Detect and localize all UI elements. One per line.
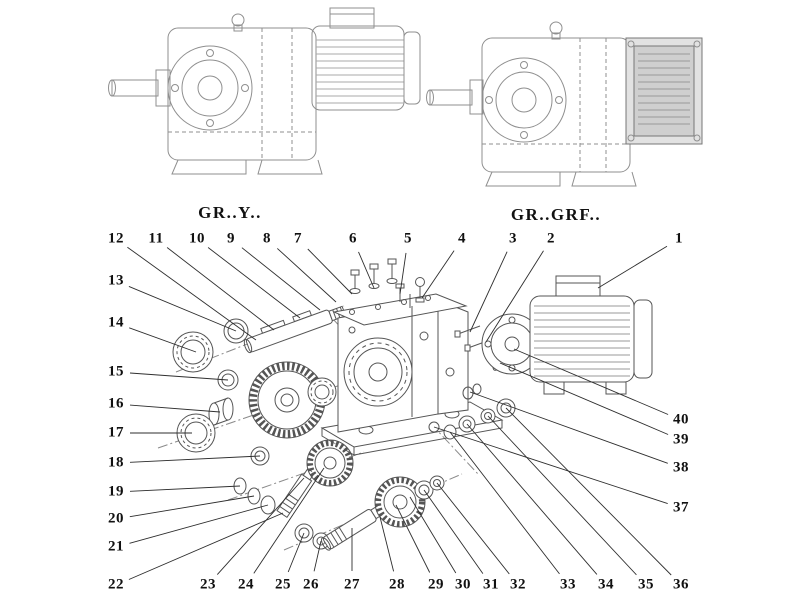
part-callout-24: 24 bbox=[238, 576, 254, 593]
motor bbox=[481, 275, 653, 395]
assembled-view-gr-y bbox=[108, 7, 421, 175]
part-callout-26: 26 bbox=[303, 576, 319, 593]
part-callout-7: 7 bbox=[294, 230, 302, 247]
part-callout-17: 17 bbox=[108, 424, 124, 441]
exploded-view bbox=[157, 258, 653, 551]
part-callout-38: 38 bbox=[673, 459, 689, 476]
part-callout-1: 1 bbox=[675, 230, 683, 247]
part-callout-19: 19 bbox=[108, 483, 124, 500]
figure-label-gr-grf: GR..GRF.. bbox=[510, 205, 602, 224]
part-callout-25: 25 bbox=[275, 576, 291, 593]
part-callout-9: 9 bbox=[227, 230, 235, 247]
gear-housing bbox=[320, 293, 504, 456]
input-shaft-parts bbox=[172, 305, 347, 466]
part-callout-12: 12 bbox=[108, 230, 124, 247]
part-callout-6: 6 bbox=[349, 230, 357, 247]
part-callout-22: 22 bbox=[108, 576, 124, 593]
part-callout-2: 2 bbox=[547, 230, 555, 247]
part-callout-4: 4 bbox=[458, 230, 466, 247]
part-callout-37: 37 bbox=[673, 499, 689, 516]
part-callout-27: 27 bbox=[344, 576, 360, 593]
part-callout-33: 33 bbox=[560, 576, 576, 593]
spacer-sleeve bbox=[208, 397, 234, 426]
part-callout-32: 32 bbox=[510, 576, 526, 593]
part-callout-5: 5 bbox=[404, 230, 412, 247]
part-callout-36: 36 bbox=[673, 576, 689, 593]
part-callout-34: 34 bbox=[598, 576, 614, 593]
assembled-view-gr-grf bbox=[426, 21, 703, 187]
part-callout-16: 16 bbox=[108, 395, 124, 412]
part-callout-15: 15 bbox=[108, 363, 124, 380]
part-callout-11: 11 bbox=[148, 230, 164, 247]
part-callout-8: 8 bbox=[263, 230, 271, 247]
part-callout-23: 23 bbox=[200, 576, 216, 593]
part-callout-10: 10 bbox=[189, 230, 205, 247]
part-callout-35: 35 bbox=[638, 576, 654, 593]
part-callout-29: 29 bbox=[428, 576, 444, 593]
part-callout-39: 39 bbox=[673, 431, 689, 448]
part-callout-30: 30 bbox=[455, 576, 471, 593]
figure-label-gr-y: GR..Y.. bbox=[198, 203, 262, 222]
part-callout-20: 20 bbox=[108, 510, 124, 527]
part-callout-31: 31 bbox=[483, 576, 499, 593]
part-callout-13: 13 bbox=[108, 272, 124, 289]
part-callout-40: 40 bbox=[673, 411, 689, 428]
part-callout-21: 21 bbox=[108, 538, 124, 555]
part-callout-14: 14 bbox=[108, 314, 124, 331]
part-callout-18: 18 bbox=[108, 454, 124, 471]
part-callout-28: 28 bbox=[389, 576, 405, 593]
part-callout-3: 3 bbox=[509, 230, 517, 247]
